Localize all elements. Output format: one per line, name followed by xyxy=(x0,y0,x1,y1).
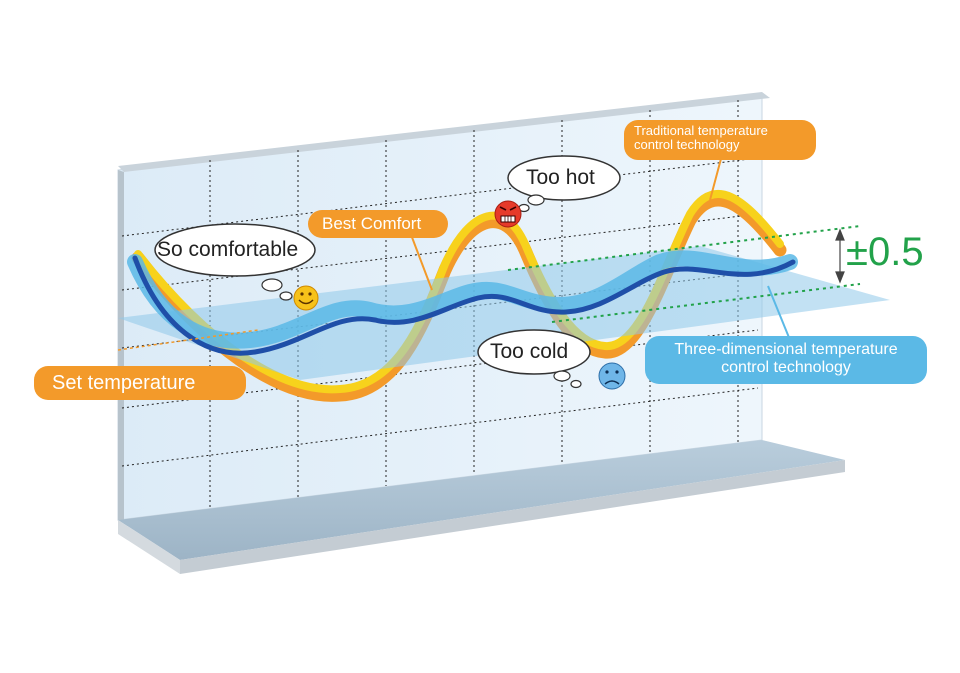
best-comfort-label: Best Comfort xyxy=(322,214,422,233)
leader-lines xyxy=(409,154,723,291)
tolerance-plane xyxy=(118,246,890,380)
tolerance-label: ±0.5 xyxy=(846,230,924,274)
bubble-comfortable xyxy=(154,223,316,301)
bubble-too-cold xyxy=(477,329,591,389)
floor-left xyxy=(118,520,180,574)
three-d-label-line1: Three-dimensional temperature xyxy=(674,341,898,358)
three-d-wave xyxy=(127,250,798,356)
bubble-too-hot-text: Too hot xyxy=(526,166,595,189)
sad-cold-face-icon xyxy=(598,362,626,390)
tolerance-lines xyxy=(507,225,861,323)
three-d-tech-tag: Three-dimensional temperature control te… xyxy=(645,336,927,384)
smiley-happy-icon xyxy=(293,285,319,311)
bubble-too-hot xyxy=(507,155,621,213)
set-temperature-label: Set temperature xyxy=(52,372,196,394)
bubble-comfortable-text: So comfortable xyxy=(157,238,299,261)
traditional-tech-tag: Traditional temperature control technolo… xyxy=(624,120,816,160)
traditional-label-line2: control technology xyxy=(634,137,740,153)
best-comfort-tag: Best Comfort xyxy=(308,210,448,238)
floor-front xyxy=(180,460,845,574)
angry-hot-face-icon xyxy=(494,200,522,228)
three-d-leader xyxy=(767,285,791,341)
traditional-label-line1: Traditional temperature xyxy=(634,123,768,138)
set-temperature-tag: Set temperature xyxy=(34,366,246,400)
wall-top-edge xyxy=(118,92,770,172)
wall-side-edge xyxy=(118,170,124,522)
bubble-too-cold-text: Too cold xyxy=(490,340,569,363)
three-d-label-line2: control technology xyxy=(721,359,851,377)
tolerance-arrow xyxy=(835,228,845,284)
traditional-wave xyxy=(131,190,787,402)
floor-top xyxy=(118,440,845,560)
